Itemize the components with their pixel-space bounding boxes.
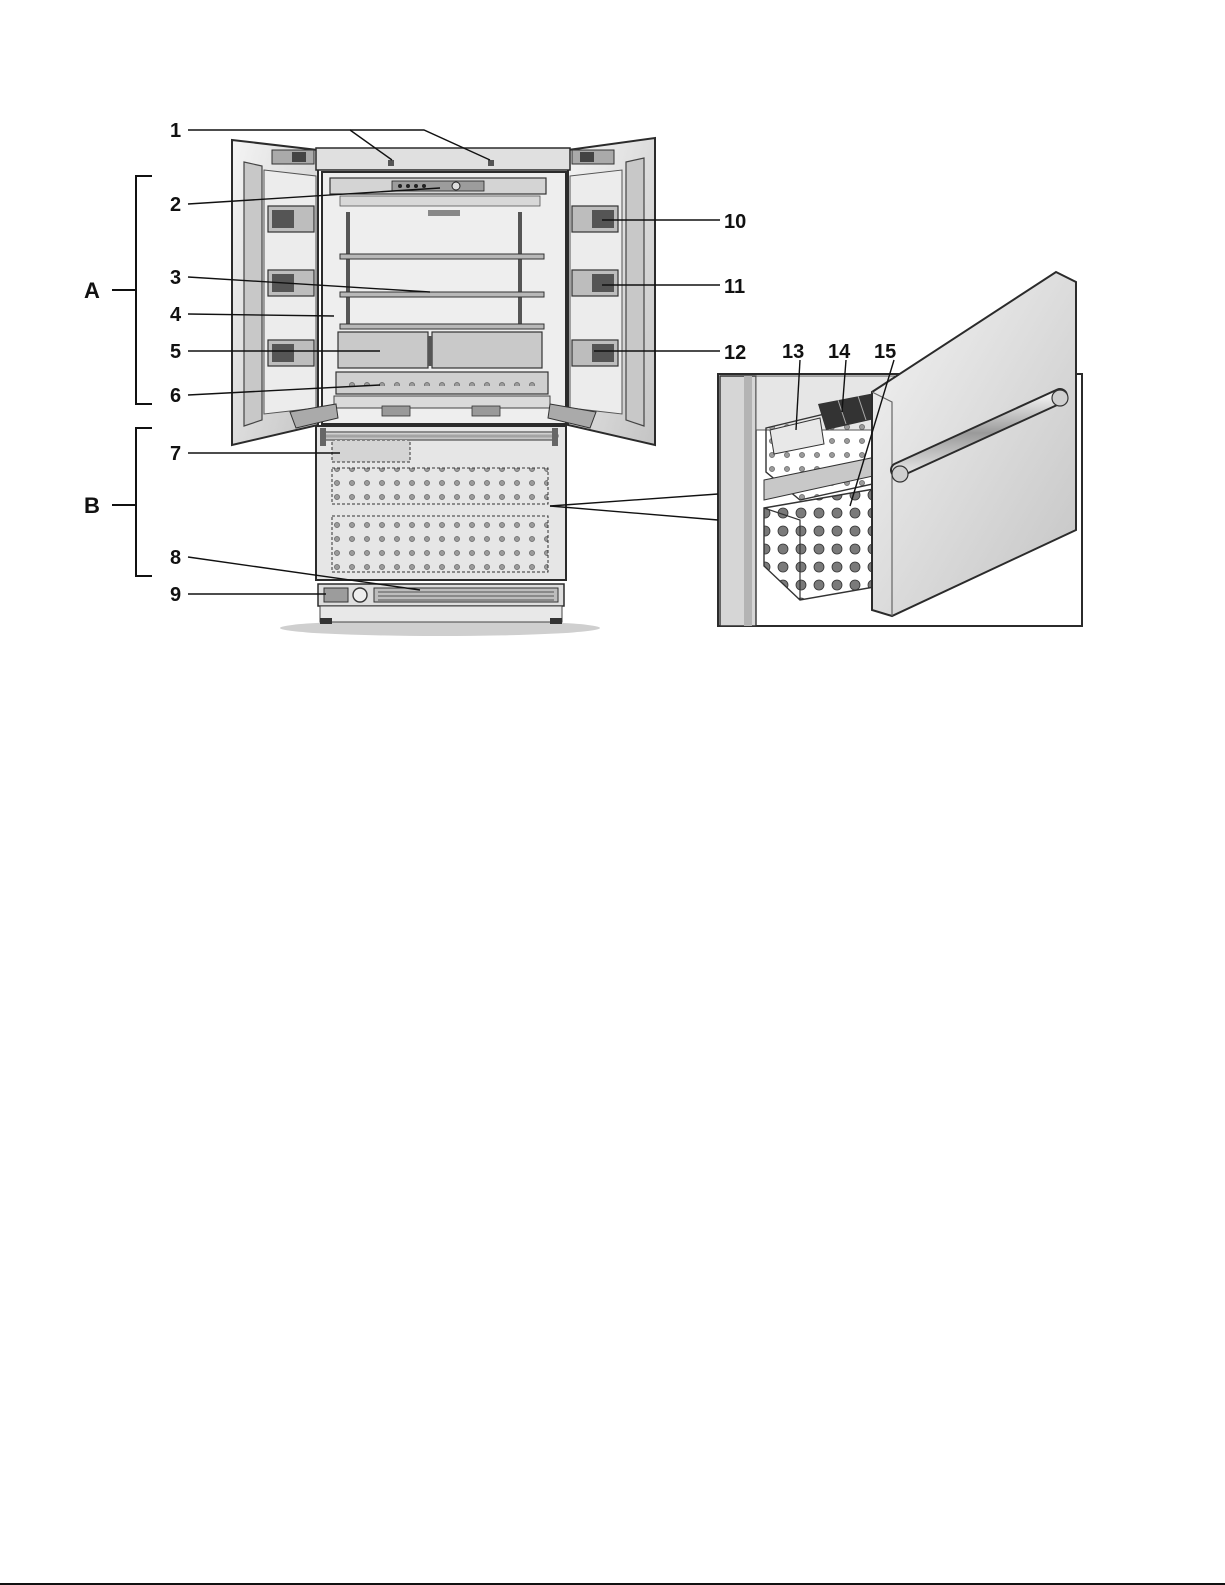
callout-14: 14 — [828, 341, 851, 363]
right-door — [568, 138, 655, 445]
section-brackets — [112, 176, 152, 576]
refrigerator-front-view — [232, 138, 655, 636]
fresh-food-compartment — [290, 172, 596, 428]
freezer-drawer-inset — [718, 272, 1082, 626]
callout-9: 9 — [170, 584, 181, 606]
callout-15: 15 — [874, 341, 896, 363]
bracket-a — [136, 176, 152, 404]
callout-12: 12 — [724, 342, 746, 364]
callout-2: 2 — [170, 194, 181, 216]
left-door — [232, 140, 318, 445]
callout-13: 13 — [782, 341, 804, 363]
freezer-drawer — [316, 426, 566, 580]
callout-10: 10 — [724, 211, 746, 233]
base-grille — [318, 584, 564, 624]
callout-7: 7 — [170, 443, 181, 465]
callout-1: 1 — [170, 120, 181, 142]
bracket-b — [136, 428, 152, 576]
callout-5: 5 — [170, 341, 181, 363]
callout-4: 4 — [170, 304, 182, 326]
callout-6: 6 — [170, 385, 181, 407]
callout-3: 3 — [170, 267, 181, 289]
callout-11: 11 — [724, 276, 745, 298]
section-label-a: A — [84, 278, 100, 303]
callout-8: 8 — [170, 547, 181, 569]
section-label-b: B — [84, 493, 100, 518]
